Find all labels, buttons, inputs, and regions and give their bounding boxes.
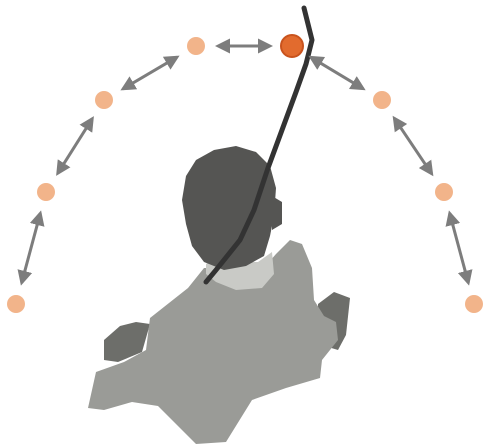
- target-dot: [373, 91, 391, 109]
- target-dot: [37, 183, 55, 201]
- person-figure: [88, 146, 350, 444]
- target-dot: [7, 295, 25, 313]
- double-headed-arrow: [22, 213, 41, 282]
- target-dot: [95, 91, 113, 109]
- double-headed-arrow: [123, 57, 177, 89]
- active-target-dot: [281, 35, 303, 57]
- double-headed-arrow: [58, 119, 93, 174]
- double-headed-arrow: [311, 57, 363, 88]
- target-dot: [187, 37, 205, 55]
- target-dot: [435, 183, 453, 201]
- person-ear: [272, 196, 282, 230]
- double-headed-arrow: [450, 213, 469, 282]
- double-headed-arrow: [394, 118, 431, 174]
- target-dot: [465, 295, 483, 313]
